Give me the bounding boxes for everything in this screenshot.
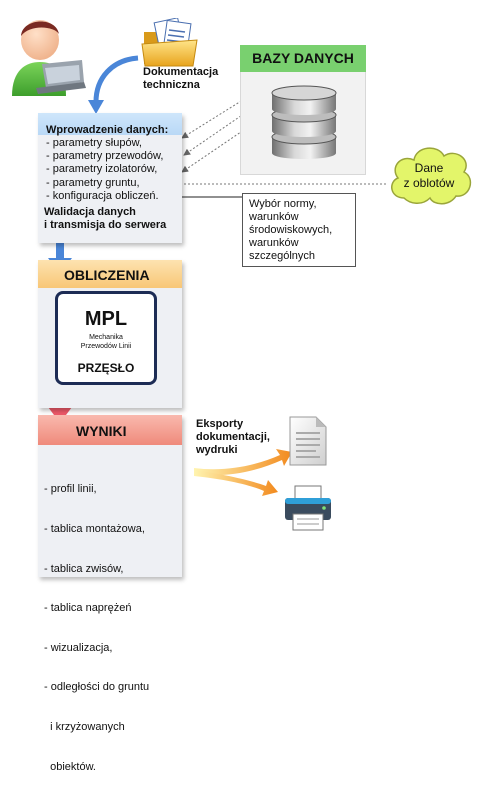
exports-label: Eksporty dokumentacji, wydruki bbox=[196, 418, 270, 458]
results-box: WYNIKI - profil linii, - tablica montażo… bbox=[38, 415, 182, 773]
export-arrow-printer bbox=[194, 470, 278, 496]
input-data-box: Wprowadzenie danych: - parametry słupów,… bbox=[38, 113, 182, 243]
input-item: - parametry słupów, bbox=[46, 137, 142, 149]
mpl-card: MPL Mechanika Przewodów Linii PRZĘSŁO bbox=[55, 291, 157, 385]
exports-label-line-3: wydruki bbox=[196, 444, 238, 457]
mpl-subtitle: Mechanika Przewodów Linii bbox=[58, 333, 154, 351]
callout-line: Wybór normy, bbox=[249, 198, 317, 210]
result-item: - tablica naprężeń bbox=[44, 602, 132, 615]
input-box-title: Wprowadzenie danych: bbox=[46, 124, 169, 136]
document-icon bbox=[289, 416, 327, 466]
result-item: - tablica zwisów, bbox=[44, 562, 124, 575]
result-item: - odległości do gruntu bbox=[44, 681, 150, 694]
cloud-label: Dane z oblotów bbox=[384, 161, 474, 191]
input-footer-line-2: i transmisja do serwera bbox=[44, 219, 167, 232]
callout-line: środowiskowych, bbox=[249, 224, 333, 236]
database-header: BAZY DANYCH bbox=[240, 45, 366, 72]
results-box-title: WYNIKI bbox=[76, 423, 127, 439]
result-item: obiektów. bbox=[44, 760, 96, 773]
callout-line: warunków bbox=[249, 237, 299, 249]
calc-box-header bbox=[38, 260, 182, 288]
calc-box-title: OBLICZENIA bbox=[64, 267, 150, 283]
cloud-label-line-2: z oblotów bbox=[403, 176, 455, 190]
flow-arrow-input-calc bbox=[56, 243, 64, 261]
exports-label-line-2: dokumentacji, bbox=[196, 431, 270, 444]
input-item: - parametry gruntu, bbox=[46, 176, 140, 189]
mpl-title: MPL bbox=[84, 308, 128, 330]
cloud-label-line-1: Dane bbox=[414, 161, 444, 175]
callout-line: szczególnych bbox=[249, 250, 316, 262]
mpl-span-label: PRZĘSŁO bbox=[77, 361, 135, 375]
result-item: - tablica montażowa, bbox=[44, 523, 145, 536]
printer-icon bbox=[285, 485, 331, 531]
result-item: i krzyżowanych bbox=[44, 721, 125, 734]
documentation-label: Dokumentacja techniczna bbox=[143, 66, 218, 92]
mpl-subtitle-line-2: Przewodów Linii bbox=[80, 343, 132, 350]
documentation-label-line-2: techniczna bbox=[143, 79, 200, 92]
results-box-header bbox=[38, 415, 182, 445]
input-item: - parametry przewodów, bbox=[46, 150, 164, 163]
standards-callout: Wybór normy, warunków środowiskowych, wa… bbox=[242, 193, 356, 267]
folder-documents-icon bbox=[141, 18, 198, 67]
input-box-items: - parametry słupów, - parametry przewodó… bbox=[46, 137, 163, 203]
callout-line: warunków bbox=[249, 211, 299, 223]
exports-label-line-1: Eksporty bbox=[196, 418, 244, 430]
callout-text: Wybór normy, warunków środowiskowych, wa… bbox=[243, 194, 355, 263]
input-item: - parametry izolatorów, bbox=[46, 163, 158, 176]
user-with-laptop-icon bbox=[12, 20, 86, 96]
database-icon bbox=[271, 85, 337, 159]
input-footer-line-1: Walidacja danych bbox=[44, 206, 136, 218]
input-box-footer: Walidacja danych i transmisja do serwera bbox=[44, 206, 166, 232]
result-item: - profil linii, bbox=[44, 483, 97, 496]
documentation-label-line-1: Dokumentacja bbox=[143, 66, 219, 78]
cloud-icon bbox=[391, 147, 472, 205]
results-items: - profil linii, - tablica montażowa, - t… bbox=[44, 457, 149, 800]
mpl-subtitle-line-1: Mechanika bbox=[89, 334, 123, 341]
input-box-header bbox=[38, 113, 182, 135]
database-title: BAZY DANYCH bbox=[252, 50, 354, 66]
input-item: - konfiguracja obliczeń. bbox=[46, 189, 159, 202]
result-item: - wizualizacja, bbox=[44, 641, 113, 654]
doc-to-input-arrow bbox=[93, 55, 139, 103]
